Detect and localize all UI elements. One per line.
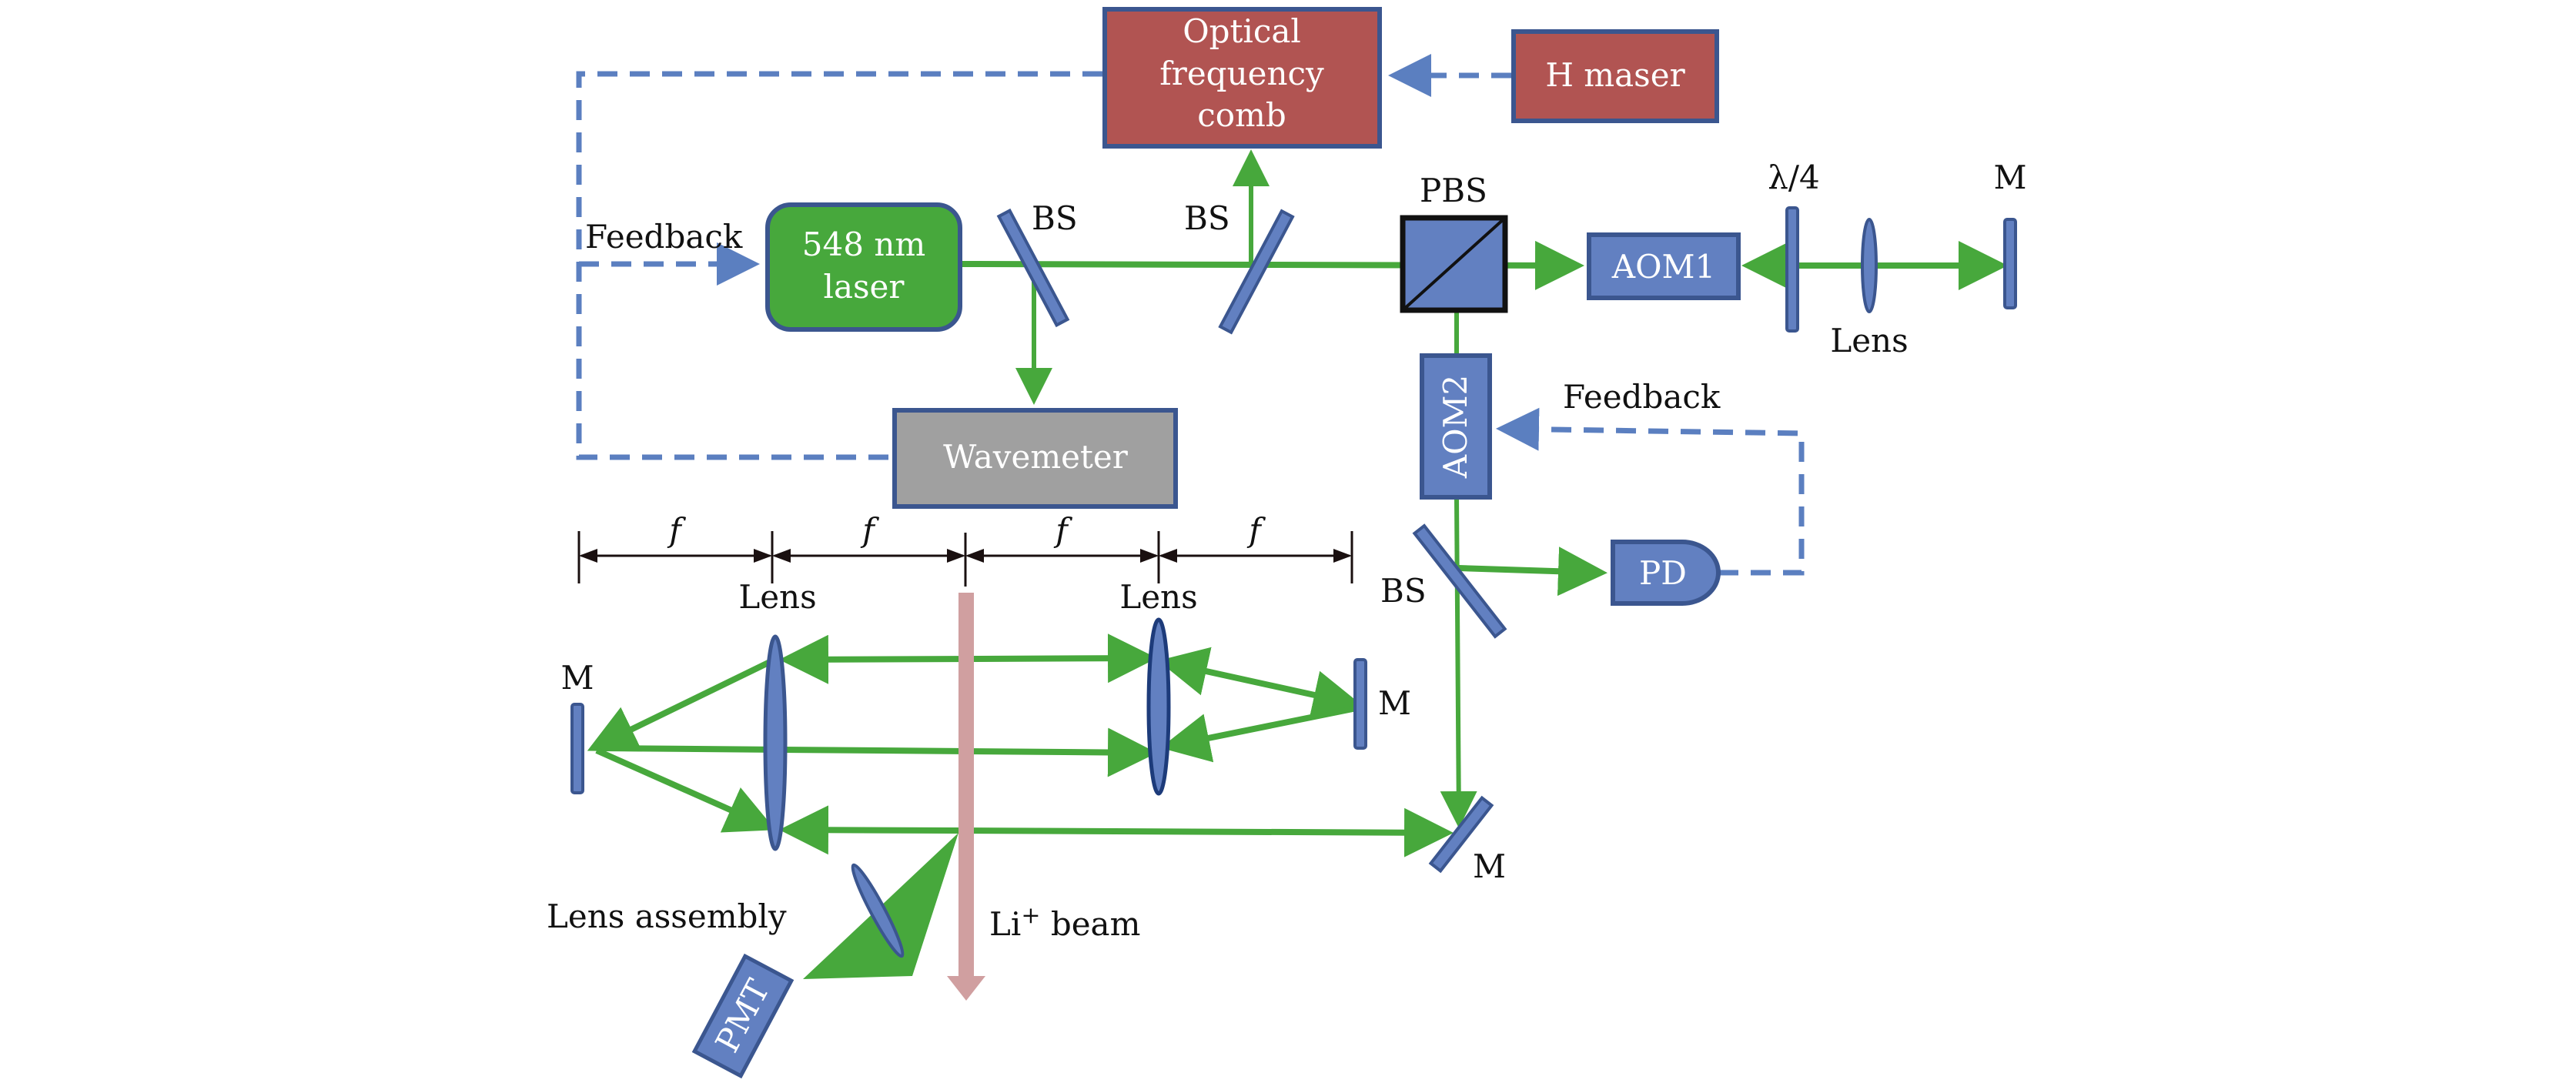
lens-assembly bbox=[851, 863, 905, 958]
li-beam-label-main: Li bbox=[989, 905, 1021, 943]
lens-top bbox=[1861, 218, 1878, 313]
focal-label-2: f bbox=[860, 511, 879, 549]
beam-splitter-3 bbox=[1412, 523, 1507, 639]
pbs-label: PBS bbox=[1420, 172, 1487, 209]
beam-bottom-mirror-to-left-lens bbox=[779, 805, 1454, 857]
pmt: PMT bbox=[691, 953, 795, 1079]
laser-label-line2: laser bbox=[824, 268, 905, 306]
aom1: AOM1 bbox=[1587, 232, 1741, 300]
beam-left-lens-to-left-mirror bbox=[587, 659, 771, 752]
focal-label-3: f bbox=[1053, 511, 1072, 549]
beam-left-mirror-to-left-lens bbox=[595, 747, 776, 833]
bs2-label: BS bbox=[1184, 199, 1230, 237]
h-maser: H maser bbox=[1511, 29, 1719, 123]
mirror-top-right bbox=[2003, 218, 2017, 309]
mirror-bottom-label: M bbox=[1473, 847, 1506, 885]
laser-label-line1: 548 nm bbox=[802, 226, 925, 263]
mirror-top-right-label: M bbox=[1993, 159, 2026, 196]
quarter-wave-label: λ/4 bbox=[1768, 159, 1820, 196]
beam-right-lens-to-right-mirror-top bbox=[1158, 647, 1363, 720]
h-maser-label: H maser bbox=[1545, 56, 1685, 94]
pd-label: PD bbox=[1639, 554, 1687, 592]
beam-middle-parallel bbox=[600, 727, 1157, 777]
polarizing-beam-splitter bbox=[1400, 215, 1508, 313]
aom2-label: AOM2 bbox=[1437, 375, 1474, 480]
beam-bs-to-pd bbox=[1458, 547, 1607, 597]
focal-label-1: f bbox=[667, 511, 686, 549]
li-beam-label-suffix: beam bbox=[1040, 905, 1140, 943]
feedback-laser-label: Feedback bbox=[585, 218, 743, 256]
beam-splitter-2 bbox=[1218, 209, 1295, 335]
comb-label-line1: Optical bbox=[1183, 12, 1301, 50]
lens-assembly-label: Lens assembly bbox=[547, 897, 787, 935]
aom2: AOM2 bbox=[1420, 353, 1492, 500]
li-beam-label: Li+ beam bbox=[989, 902, 1140, 943]
beam-right-mirror-to-right-lens-bottom bbox=[1160, 705, 1357, 763]
bs1-label: BS bbox=[1032, 199, 1078, 237]
focal-length-dimensions bbox=[577, 531, 1353, 587]
wavemeter: Wavemeter bbox=[892, 408, 1178, 509]
lens-top-label: Lens bbox=[1830, 322, 1908, 359]
quarter-wave-plate bbox=[1785, 206, 1799, 333]
feedback-line-pd-to-aom2 bbox=[1496, 407, 1805, 576]
lens-left-label: Lens bbox=[738, 578, 816, 616]
aom1-label: AOM1 bbox=[1611, 248, 1716, 286]
mirror-bottom bbox=[1428, 795, 1494, 874]
li-beam-label-sup: + bbox=[1021, 902, 1040, 929]
bs3-label: BS bbox=[1380, 572, 1427, 610]
mirror-right bbox=[1353, 658, 1367, 750]
beam-aom2-to-bs bbox=[1440, 498, 1477, 828]
photodetector: PD bbox=[1611, 540, 1721, 606]
feedback-lines bbox=[576, 54, 1805, 576]
laser-548nm: 548 nm laser bbox=[765, 202, 962, 332]
beam-splitter-1 bbox=[996, 208, 1070, 328]
lens-right bbox=[1146, 617, 1171, 796]
mirror-left-label: M bbox=[560, 659, 594, 697]
comb-label-line3: comb bbox=[1197, 96, 1286, 134]
mirror-right-label: M bbox=[1378, 684, 1411, 722]
wavemeter-label: Wavemeter bbox=[943, 438, 1129, 476]
mirror-left bbox=[570, 703, 584, 794]
lens-right-label: Lens bbox=[1119, 578, 1197, 616]
li-ion-beam bbox=[947, 593, 985, 1001]
optical-frequency-comb: Optical frequency comb bbox=[1102, 7, 1382, 149]
comb-label-line2: frequency bbox=[1159, 55, 1324, 92]
focal-label-4: f bbox=[1246, 511, 1266, 549]
feedback-aom2-label: Feedback bbox=[1563, 378, 1721, 416]
lens-left bbox=[763, 634, 788, 851]
